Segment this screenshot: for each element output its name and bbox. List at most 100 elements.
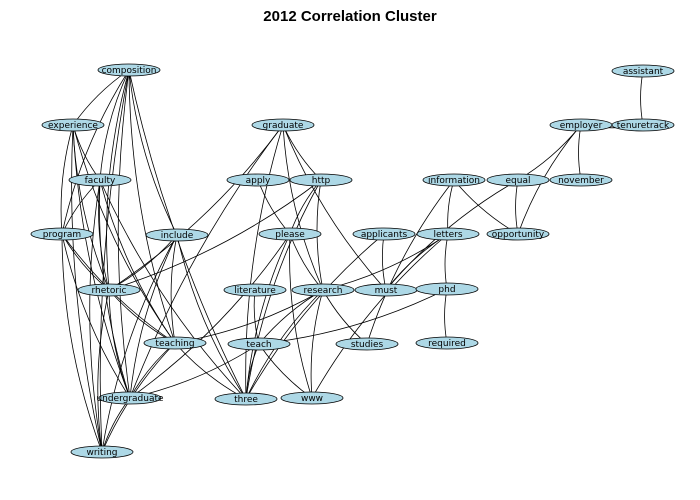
node-applicants-ellipse bbox=[352, 227, 416, 241]
edge-rhetoric-graduate bbox=[108, 124, 284, 291]
node-layer: compositionexperiencefacultyprogramrheto… bbox=[30, 63, 675, 459]
graph-title: 2012 Correlation Cluster bbox=[263, 8, 437, 25]
node-rhetoric: rhetoric bbox=[77, 283, 141, 297]
edge-research-letters bbox=[322, 233, 449, 291]
node-http: http bbox=[289, 173, 353, 187]
node-writing-ellipse bbox=[70, 445, 134, 459]
edge-letters-phd bbox=[444, 233, 449, 290]
node-information-label: information bbox=[428, 176, 480, 186]
edge-research-studies bbox=[322, 289, 368, 345]
edge-rhetoric-undergraduate bbox=[108, 289, 131, 399]
edge-include-teaching bbox=[170, 234, 178, 344]
edge-faculty-writing bbox=[89, 179, 103, 453]
node-opportunity-label: opportunity bbox=[492, 230, 545, 240]
node-faculty: faculty bbox=[68, 173, 132, 187]
edge-graduate-three bbox=[245, 124, 284, 400]
node-apply-ellipse bbox=[226, 173, 290, 187]
edge-assistant-tenuretrack bbox=[640, 70, 644, 126]
node-tenuretrack-ellipse bbox=[611, 118, 675, 132]
node-november-label: november bbox=[558, 176, 604, 186]
node-applicants-label: applicants bbox=[361, 230, 408, 240]
node-include: include bbox=[145, 228, 209, 242]
edge-composition-include bbox=[128, 69, 178, 236]
node-include-ellipse bbox=[145, 228, 209, 242]
edge-graduate-research bbox=[282, 124, 324, 291]
node-phd-label: phd bbox=[438, 285, 455, 295]
node-program: program bbox=[30, 227, 94, 241]
edge-include-undergraduate bbox=[129, 234, 178, 399]
node-information: information bbox=[422, 173, 486, 187]
edge-include-three bbox=[176, 234, 247, 400]
edge-experience-writing bbox=[71, 124, 103, 453]
node-equal-ellipse bbox=[486, 173, 550, 187]
node-rhetoric-label: rhetoric bbox=[92, 286, 127, 296]
node-assistant-ellipse bbox=[611, 64, 675, 78]
edge-please-www bbox=[289, 233, 313, 399]
edge-program-undergraduate bbox=[61, 233, 131, 399]
node-equal: equal bbox=[486, 173, 550, 187]
node-please-label: please bbox=[275, 230, 305, 240]
edge-faculty-teaching bbox=[99, 179, 176, 344]
node-please: please bbox=[258, 227, 322, 241]
edge-equal-opportunity bbox=[515, 179, 519, 235]
node-employer: employer bbox=[549, 118, 613, 132]
node-faculty-label: faculty bbox=[85, 176, 116, 186]
node-assistant-label: assistant bbox=[623, 67, 664, 77]
node-required-label: required bbox=[428, 339, 466, 349]
node-applicants: applicants bbox=[352, 227, 416, 241]
edge-program-writing bbox=[61, 233, 103, 453]
node-equal-label: equal bbox=[506, 176, 531, 186]
edge-research-www bbox=[310, 289, 324, 399]
node-teach-ellipse bbox=[227, 337, 291, 351]
edge-experience-program bbox=[60, 124, 74, 235]
node-apply: apply bbox=[226, 173, 290, 187]
node-graduate-label: graduate bbox=[263, 121, 304, 131]
edge-phd-required bbox=[444, 288, 448, 344]
node-composition: composition bbox=[97, 63, 161, 77]
edge-graduate-http bbox=[282, 124, 322, 181]
node-program-ellipse bbox=[30, 227, 94, 241]
node-www-label: www bbox=[301, 394, 323, 404]
node-opportunity: opportunity bbox=[486, 227, 550, 241]
node-three-label: three bbox=[234, 395, 258, 405]
edge-please-research bbox=[289, 233, 324, 291]
node-tenuretrack: tenuretrack bbox=[611, 118, 675, 132]
node-three: three bbox=[214, 392, 278, 406]
edge-applicants-must bbox=[381, 233, 387, 291]
node-must-label: must bbox=[375, 286, 398, 296]
node-faculty-ellipse bbox=[68, 173, 132, 187]
edge-information-opportunity bbox=[453, 179, 519, 235]
node-literature-label: literature bbox=[234, 286, 276, 296]
node-undergraduate: undergraduate bbox=[96, 391, 164, 405]
edge-composition-faculty bbox=[99, 69, 130, 181]
edge-undergraduate-teach bbox=[129, 343, 260, 399]
node-graduate-ellipse bbox=[251, 118, 315, 132]
node-letters-label: letters bbox=[433, 230, 462, 240]
node-experience-ellipse bbox=[41, 118, 105, 132]
node-http-label: http bbox=[312, 176, 331, 186]
edge-undergraduate-please bbox=[129, 233, 291, 399]
edge-composition-undergraduate bbox=[117, 69, 131, 399]
node-research-label: research bbox=[304, 286, 343, 296]
node-literature: literature bbox=[223, 283, 287, 297]
node-www: www bbox=[280, 391, 344, 405]
node-studies: studies bbox=[335, 337, 399, 351]
node-letters-ellipse bbox=[416, 227, 480, 241]
node-teaching-ellipse bbox=[143, 336, 207, 350]
edge-graduate-undergraduate bbox=[129, 124, 284, 399]
node-employer-label: employer bbox=[560, 121, 603, 131]
node-opportunity-ellipse bbox=[486, 227, 550, 241]
node-required-ellipse bbox=[415, 336, 479, 350]
edge-letters-www bbox=[311, 233, 449, 399]
edge-literature-teach bbox=[253, 289, 260, 345]
node-three-ellipse bbox=[214, 392, 278, 406]
edge-rhetoric-writing bbox=[97, 289, 110, 453]
node-november: november bbox=[549, 173, 613, 187]
node-include-label: include bbox=[161, 231, 194, 241]
node-information-ellipse bbox=[422, 173, 486, 187]
node-research: research bbox=[291, 283, 355, 297]
node-rhetoric-ellipse bbox=[77, 283, 141, 297]
node-phd-ellipse bbox=[415, 282, 479, 296]
node-november-ellipse bbox=[549, 173, 613, 187]
node-literature-ellipse bbox=[223, 283, 287, 297]
